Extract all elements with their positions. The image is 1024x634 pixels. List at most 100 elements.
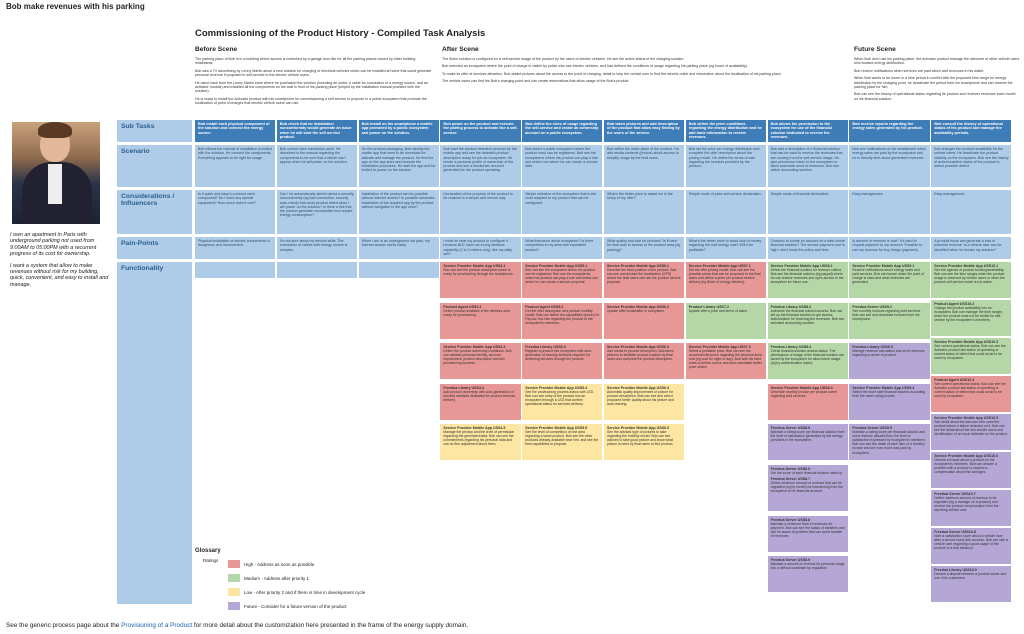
row-label-functionality: Functionality [117,262,192,604]
card-title: Service Provider Mobile App USS8.1 [770,264,833,268]
scenario-cell: Bob start the product detection process … [440,145,521,187]
consideration-cell: Is it quick and easy to connect each com… [195,190,276,234]
after-scene-paragraph: To make its offer of services attractive… [442,71,782,76]
functionality-empty-cell [276,262,358,278]
after-scene-title: After Scene [442,46,479,53]
card-title: Service Provider Mobile App USS9.1 [852,264,915,268]
card-title: Service Provider Mobile App USS4.1 [443,264,506,268]
pain-cell: A product issue can generate a loss of p… [931,237,1012,259]
card-title: Service Provider Mobile App USS4.3 [443,345,506,349]
card-text: Update offer's price and terms of sales. [688,308,748,313]
after-scene-paragraph: The vehicle users can find the Bob's cha… [442,79,630,84]
card-text: Declare an issue about a product for the… [934,458,998,475]
before-scene-paragraph: He is ready to install the Activator pro… [195,96,427,106]
footer-note: See the generic process page about the P… [6,622,468,629]
card-title: Freedua Server USS10.8 [934,530,976,534]
card-title: Service Provider Mobile App USS10.3 [934,340,999,344]
consideration-cell: Declaration of the property of the produ… [440,190,521,234]
card-text: Manage the privacy and the level of perm… [443,430,515,447]
row-label-subtasks: Sub Tasks [117,120,192,142]
consideration-cell: Can I be automatically alerted about a s… [276,190,358,234]
card-text: Generate monthly invoice per product own… [770,389,838,398]
persona-quote-1: I own an apartment in Paris with undergr… [10,232,97,258]
card-title: Product Agent USS5.2 [525,304,564,309]
pain-cell: I'm not sure about my electric skills. T… [276,237,358,259]
after-scene-paragraph: Bob selected an ecosystem where the poin… [442,64,748,69]
document-title: Commissioning of the Product History - C… [195,28,486,39]
functionality-empty-cell [358,262,439,278]
consideration-cell: Easy management. [849,190,930,234]
subtask-cell: Bob define the price conditions regardin… [685,120,767,142]
consideration-cell: What's the better price to assist me in … [604,190,685,234]
card-text: Define the product ownership conditions.… [443,349,512,366]
after-scene-text: The Bob's solution is configured for a s… [442,57,842,115]
rating-text-future: Future - Consider for a future version o… [244,604,347,609]
card-title: Freedua Server USS8.7 [770,477,811,481]
pain-cell: Is amount of revenue is true? It's hard … [849,237,930,259]
glossary-title: Glossary [195,548,221,554]
card-title: Freedua Library USS5.3 [525,345,566,349]
card-text: See the agenda of product booking/availa… [934,268,1005,285]
card-title: Freedua Library USS4.4 [443,385,484,390]
card-title: Service Provider Mobile App USS5.4 [525,385,588,390]
card-title: Freedua Server USS8.6 [770,466,811,471]
future-scene-title: Future Scene [854,46,896,53]
card-text: Manage revenue calculation and send reve… [852,349,925,358]
card-title: Service Provider Mobile App USS7.3 [688,345,751,349]
consideration-cell: Simple mode of financial declaration. [767,190,848,234]
card-title: Freedua Server USS8.5 [770,426,811,430]
card-text: Automatic quality improvement of picture… [607,389,674,406]
card-text: Detect product available in the wireless… [443,308,510,317]
subtask-cell: Bob allows the permission to the ecosyst… [767,120,848,142]
card-text: Describe the fixed position of the produ… [607,268,681,285]
card-title: Product Library USS7.2 [688,304,729,309]
card-text: Define the financial solution for revenu… [770,268,844,285]
card-text: Select the more safe financial solution … [852,389,926,398]
persona-photo [12,122,100,224]
card-title: Product Agent USS10.2 [934,302,975,306]
consideration-cell: Installation of the product can be possi… [358,190,439,234]
rating-swatch-low [228,588,240,596]
subtask-cell: Bob install on his smartphone a mobile a… [358,120,439,142]
card-title: Freedua Server USS8.8 [770,517,811,522]
glossary-ratings-label: Ratings [203,558,219,563]
card-title: Service Provider Mobile App USS6.1 [607,264,669,268]
subtask-cell: Bob takes pictures and add description o… [604,120,685,142]
footer-suffix: for more detail about the customization … [192,622,469,629]
subtask-cell: Bob consult the history of operational s… [931,120,1012,142]
card-text: See monthly invoices regarding sold serv… [852,308,922,321]
before-scene-text: The parking place of Bob is in a buildin… [195,57,433,115]
card-text: Authorize the financial solution access.… [770,308,845,325]
rating-swatch-future [228,602,240,610]
row-label-scenario: Scenario [117,145,192,187]
card-text: Define minimum amount of revenue that ca… [770,481,843,494]
card-text: Declare a dispute between a product owne… [934,572,1007,581]
card-title: Freedua Server USS10.7 [934,492,976,496]
consideration-cell: Easy management. [931,190,1012,234]
rating-swatch-medium [228,574,240,582]
card-title: Freedua Library USS8.2 [770,304,812,309]
provisioning-link[interactable]: Provisioning of a Product [121,622,193,629]
before-scene-paragraph: The parking place of Bob is in a buildin… [195,57,416,66]
card-title: Service Provider Mobile App USS10.6 [934,454,999,458]
